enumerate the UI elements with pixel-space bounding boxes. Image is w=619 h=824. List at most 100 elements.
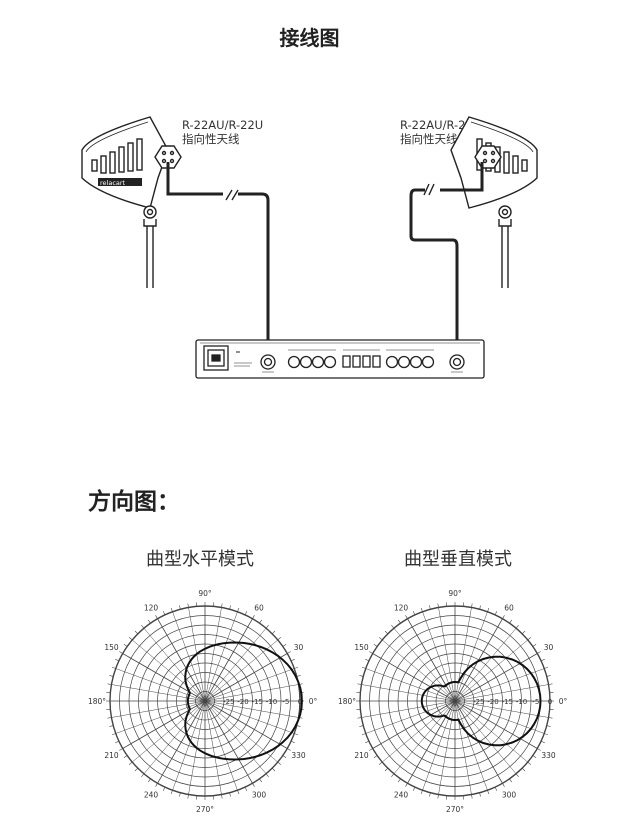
polar-radial-label: 0	[298, 698, 302, 706]
polar-radial-label: -20	[237, 698, 248, 706]
polar-radial-label: -5	[532, 698, 539, 706]
polar-spoke	[172, 611, 206, 702]
polar-tick	[359, 725, 364, 727]
antenna-model-right: R-22AU/R-22U	[400, 118, 482, 132]
polar-spoke	[157, 618, 206, 702]
antenna-type-right: 指向性天线	[400, 132, 458, 146]
polar-radial-label: -25	[473, 698, 484, 706]
polar-spoke	[204, 668, 295, 702]
polar-tick	[471, 794, 473, 799]
polar-tick	[147, 778, 151, 783]
polar-angle-label: 270°	[446, 805, 464, 814]
polar-spoke	[422, 700, 456, 791]
polar-angle-label: 30	[544, 643, 554, 652]
polar-tick	[162, 786, 166, 791]
polar-angle-label: 150	[104, 643, 119, 652]
polar-tick	[412, 611, 416, 616]
polar-tick	[109, 675, 114, 677]
polar-tick	[548, 717, 553, 719]
polar-tick	[391, 773, 395, 777]
polar-spoke	[204, 700, 222, 795]
polar-tick	[515, 625, 519, 629]
polar-tick	[277, 761, 281, 765]
polar-spoke	[454, 700, 472, 795]
polar-spoke	[365, 668, 456, 702]
polar-chart-vertical: 90°60300°330300270°240210180°150120-25-2…	[338, 589, 568, 814]
polar-tick	[170, 607, 173, 612]
polar-tick	[155, 615, 158, 619]
polar-spoke	[204, 700, 299, 718]
polar-spoke	[454, 700, 528, 763]
polar-tick	[111, 666, 116, 669]
polar-tick	[265, 773, 269, 777]
polar-tick	[109, 725, 114, 727]
polar-pattern-curve	[420, 655, 542, 747]
polar-spoke	[204, 611, 238, 702]
polar-spoke	[204, 700, 238, 791]
polar-tick	[546, 675, 551, 677]
brand-logo-left: relacart	[98, 178, 142, 187]
polar-tick	[420, 607, 423, 612]
polar-spoke	[361, 700, 456, 718]
polar-tick	[479, 792, 481, 797]
polar-tick	[437, 603, 439, 608]
polar-pattern-curve	[184, 641, 303, 761]
polar-tick	[544, 666, 549, 669]
polar-tick	[357, 683, 362, 685]
polar-chart-horizontal: 90°60300°330300270°240210180°150120-25-2…	[88, 589, 318, 814]
antenna-model-left: R-22AU/R-22U	[182, 118, 264, 132]
polar-spoke	[204, 607, 222, 702]
polar-tick	[537, 651, 541, 654]
polar-radial-label: -25	[223, 698, 234, 706]
polar-tick	[129, 761, 133, 765]
polar-tick	[521, 630, 526, 635]
polar-tick	[532, 643, 537, 647]
polar-tick	[179, 792, 181, 797]
polar-spoke	[204, 700, 267, 774]
polar-spoke	[454, 607, 472, 702]
polar-angle-label: 240	[144, 791, 159, 800]
polar-tick	[521, 767, 526, 772]
polar-spoke	[204, 684, 299, 702]
polar-angle-label: 150	[354, 643, 369, 652]
polar-tick	[471, 603, 473, 608]
polar-tick	[123, 643, 128, 647]
polar-tick	[252, 783, 255, 787]
polar-tick	[141, 773, 145, 777]
polar-tick	[548, 683, 553, 685]
polar-tick	[155, 783, 158, 787]
polar-spoke	[454, 668, 545, 702]
polar-tick	[229, 605, 231, 610]
cable-break-right	[423, 183, 435, 196]
section-title: 方向图：	[88, 489, 180, 515]
antenna-label-left: R-22AU/R-22U 指向性天线	[182, 118, 263, 146]
polar-tick	[537, 748, 541, 751]
polar-radial-label: -5	[282, 698, 289, 706]
polar-tick	[479, 605, 481, 610]
polar-tick	[359, 675, 364, 677]
cable-right	[409, 162, 484, 348]
polar-tick	[134, 630, 139, 635]
polar-spoke	[115, 668, 206, 702]
polar-tick	[365, 658, 370, 662]
polar-spoke	[438, 607, 456, 702]
polar-spoke	[204, 700, 295, 734]
polar-tick	[369, 651, 373, 654]
polar-spoke	[454, 700, 545, 734]
polar-tick	[244, 786, 248, 791]
polar-angle-label: 30	[294, 643, 304, 652]
polar-tick	[271, 630, 276, 635]
polar-tick	[405, 783, 408, 787]
polar-tick	[515, 773, 519, 777]
polar-spoke	[407, 618, 456, 702]
polar-spoke	[454, 700, 503, 784]
brand-text-left: relacart	[100, 179, 126, 187]
polar-spoke	[422, 611, 456, 702]
polar-spoke	[361, 684, 456, 702]
polar-tick	[162, 611, 166, 616]
polar-spoke	[111, 700, 206, 718]
polar-tick	[384, 630, 389, 635]
polar-spoke	[204, 700, 278, 763]
polar-radial-label: -15	[252, 698, 263, 706]
polar-tick	[369, 748, 373, 751]
